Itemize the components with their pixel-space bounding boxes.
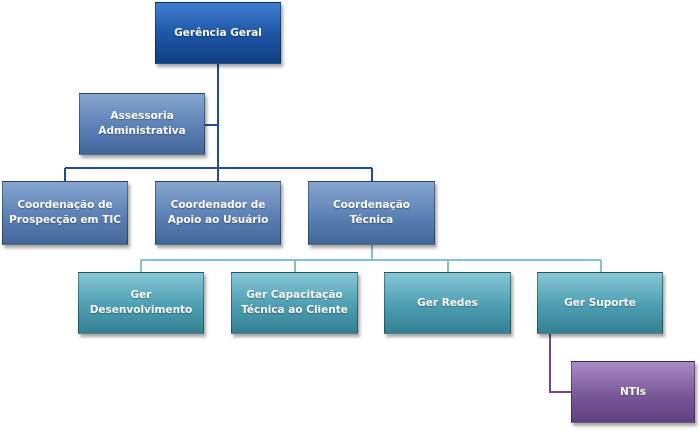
node-ger-redes[interactable]: Ger Redes xyxy=(384,272,511,334)
node-ntis[interactable]: NTIs xyxy=(571,361,695,423)
node-ger-capacitacao[interactable]: Ger Capacitação Técnica ao Cliente xyxy=(231,272,358,334)
node-coord-apoio[interactable]: Coordenador de Apoio ao Usuário xyxy=(155,181,281,245)
node-coord-apoio-label: Coordenador de Apoio ao Usuário xyxy=(167,199,269,226)
node-ntis-label: NTIs xyxy=(619,385,647,398)
node-assessoria[interactable]: Assessoria Administrativa xyxy=(79,93,205,155)
node-ger-redes-label: Ger Redes xyxy=(417,296,478,309)
node-coord-prospeccao-label: Coordenação de Prospecção em TIC xyxy=(9,199,121,226)
connector-ntis xyxy=(549,334,571,393)
node-coord-tecnica-label: Coordenação Técnica xyxy=(332,199,411,226)
node-ger-suporte[interactable]: Ger Suporte xyxy=(537,272,663,334)
node-ger-desenvolvimento-label: Ger Desenvolvimento xyxy=(89,289,193,316)
node-gerencia-geral[interactable]: Gerência Geral xyxy=(155,2,281,64)
node-ger-desenvolvimento[interactable]: Ger Desenvolvimento xyxy=(78,272,204,334)
node-gerencia-geral-label: Gerência Geral xyxy=(174,26,262,39)
node-ger-capacitacao-label: Ger Capacitação Técnica ao Cliente xyxy=(241,289,348,316)
node-coord-tecnica[interactable]: Coordenação Técnica xyxy=(308,181,435,245)
node-ger-suporte-label: Ger Suporte xyxy=(564,296,636,309)
node-assessoria-label: Assessoria Administrativa xyxy=(98,110,186,137)
node-coord-prospeccao[interactable]: Coordenação de Prospecção em TIC xyxy=(2,181,128,245)
